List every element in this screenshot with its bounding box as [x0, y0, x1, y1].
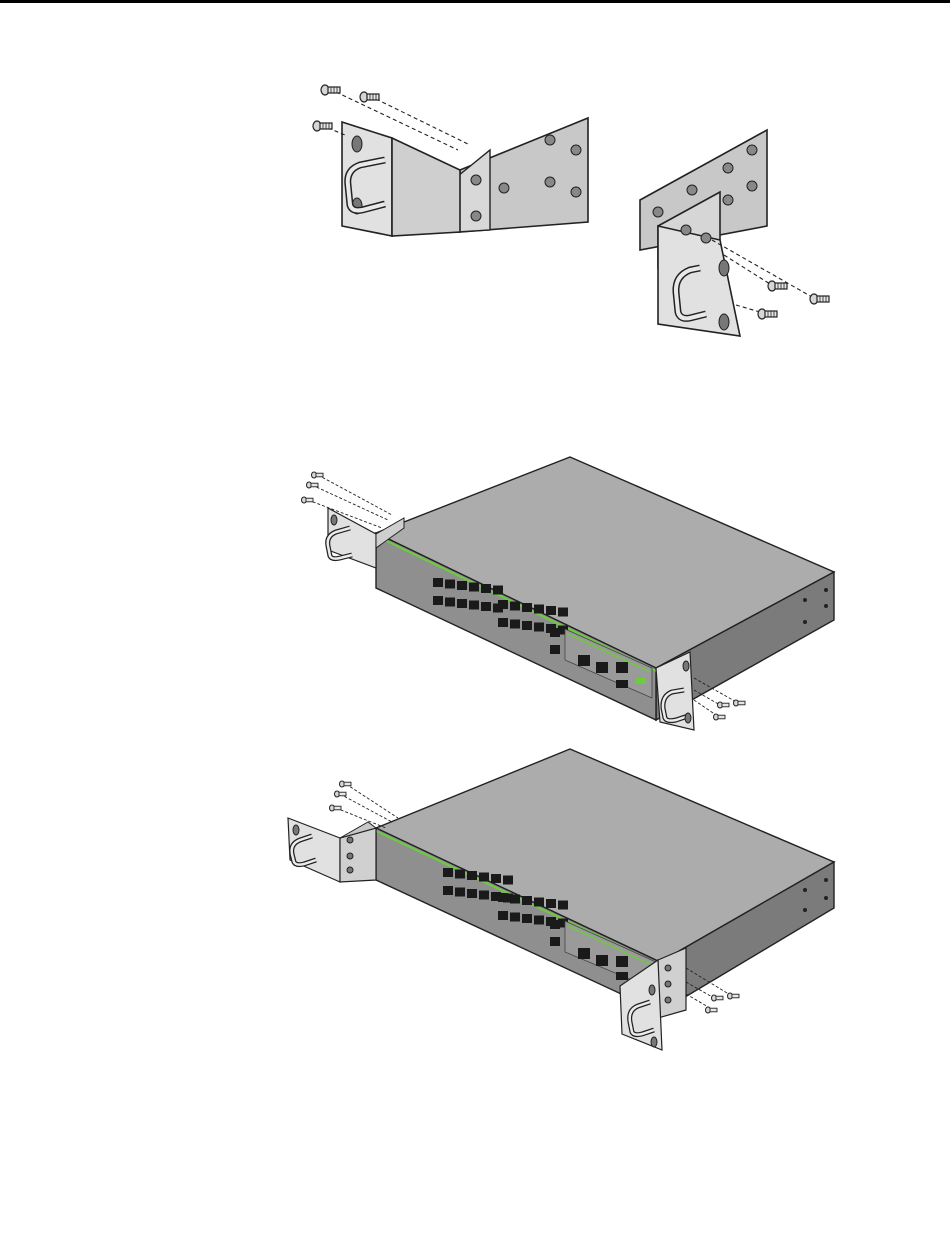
sfp-port-icon [616, 956, 628, 967]
sfp-port-icon [596, 662, 608, 673]
screw-icon [768, 281, 787, 291]
screw-icon [307, 482, 319, 488]
screw-icon [734, 700, 746, 706]
screw-icon [313, 121, 332, 131]
screw-icon [312, 472, 324, 478]
switch-chassis [376, 749, 834, 1012]
screw-icon [335, 791, 347, 797]
screw-icon [330, 805, 342, 811]
bracket-left [313, 85, 588, 236]
screw-icon [360, 92, 379, 102]
screw-icon [302, 497, 314, 503]
sfp-port-icon [578, 948, 590, 959]
screw-icon [714, 714, 726, 720]
switch-chassis [376, 457, 834, 720]
brackets-illustration [0, 0, 950, 360]
screw-icon [758, 309, 777, 319]
rj45-port-icon [550, 645, 560, 654]
switch-bracket-front-illustration [0, 440, 950, 740]
sfp-port-icon [596, 955, 608, 966]
rj45-port-icon [550, 628, 560, 637]
rj45-port-icon [550, 937, 560, 946]
screw-icon [321, 85, 340, 95]
bracket-right [640, 130, 829, 336]
screw-icon [712, 995, 724, 1001]
screw-icon [718, 702, 730, 708]
screw-icon [810, 294, 829, 304]
sfp-port-icon [616, 680, 628, 688]
switch-bracket-rear-illustration [0, 740, 950, 1060]
screw-icon [728, 993, 740, 999]
sfp-port-icon [616, 662, 628, 673]
screw-icon [340, 781, 352, 787]
sfp-port-icon [578, 655, 590, 666]
sfp-port-icon [616, 972, 628, 980]
screw-icon [706, 1007, 718, 1013]
rj45-port-icon [550, 920, 560, 929]
